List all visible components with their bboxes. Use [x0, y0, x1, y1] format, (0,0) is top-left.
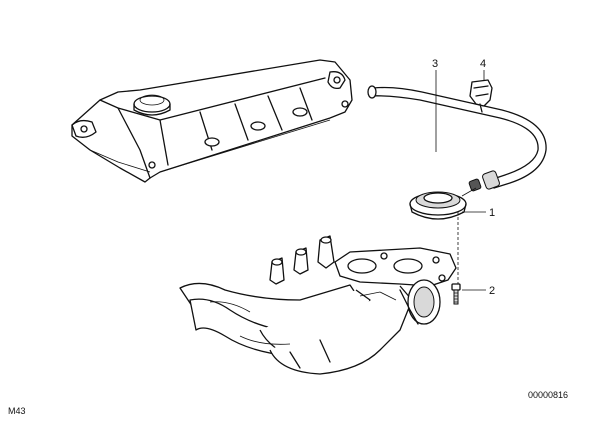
callout-2: 2 [489, 285, 495, 297]
callout-1: 1 [489, 207, 495, 219]
intake-manifold [179, 235, 457, 375]
callout-4: 4 [480, 58, 486, 70]
screw [451, 283, 461, 305]
footer-left-code: M43 [8, 406, 26, 416]
hose-clamp [469, 79, 493, 113]
pressure-control-valve [409, 187, 477, 220]
footer-right-code: 00000816 [528, 390, 568, 400]
valve-cover [71, 59, 353, 183]
callout-3: 3 [432, 58, 438, 70]
leader-lines [435, 70, 486, 291]
breather-hose [367, 85, 547, 192]
